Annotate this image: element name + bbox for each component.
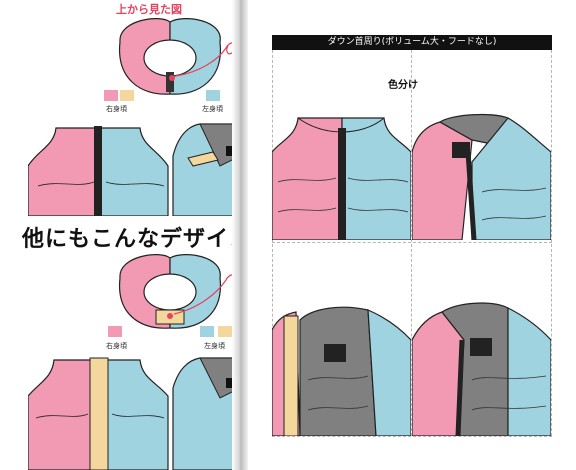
swatch-blue-bottom [200, 326, 214, 337]
section-banner: ダウン首周り(ボリューム大・フードなし) [272, 35, 552, 50]
down-jacket-front-view [272, 117, 411, 240]
guide-line-right [551, 50, 552, 436]
swatch-cream-bottom [218, 326, 232, 337]
collar-top-view-illustration-2 [119, 254, 236, 329]
swatch-cream-top [120, 90, 134, 101]
down-jacket-open-collar-view [412, 113, 551, 240]
jacket-front-bottom-illustration [28, 357, 240, 470]
left-body-label-bottom: 左身頃 [204, 342, 225, 350]
swatch-blue-top [206, 90, 220, 101]
right-page: ダウン首周り(ボリューム大・フードなし) 色分け [248, 0, 576, 470]
headline-other-designs: 他にもこんなデザイン [22, 227, 240, 252]
book-gutter [232, 0, 248, 470]
down-jacket-inner-view-right [412, 302, 551, 436]
right-body-label-bottom: 右身頃 [106, 342, 127, 350]
down-jacket-inner-view-left [272, 306, 411, 436]
left-page: 上から見た図 右身頃 左身頃 他にもこんなデザイン [0, 0, 240, 470]
right-body-label-top: 右身頃 [106, 105, 127, 113]
panel-label-color-coding: 色分け [388, 80, 418, 91]
hand-drawn-title: 上から見た図 [116, 3, 182, 16]
collar-top-view-illustration [119, 18, 236, 95]
swatch-pink-bottom [108, 326, 122, 337]
guide-line-bottom [272, 436, 552, 437]
left-body-label-top: 左身頃 [202, 105, 223, 113]
guide-line-middle [272, 242, 552, 243]
guide-line-left [272, 50, 273, 436]
jacket-front-top-illustration [28, 123, 240, 216]
guide-line-center [411, 50, 412, 436]
swatch-pink-top [104, 90, 118, 101]
